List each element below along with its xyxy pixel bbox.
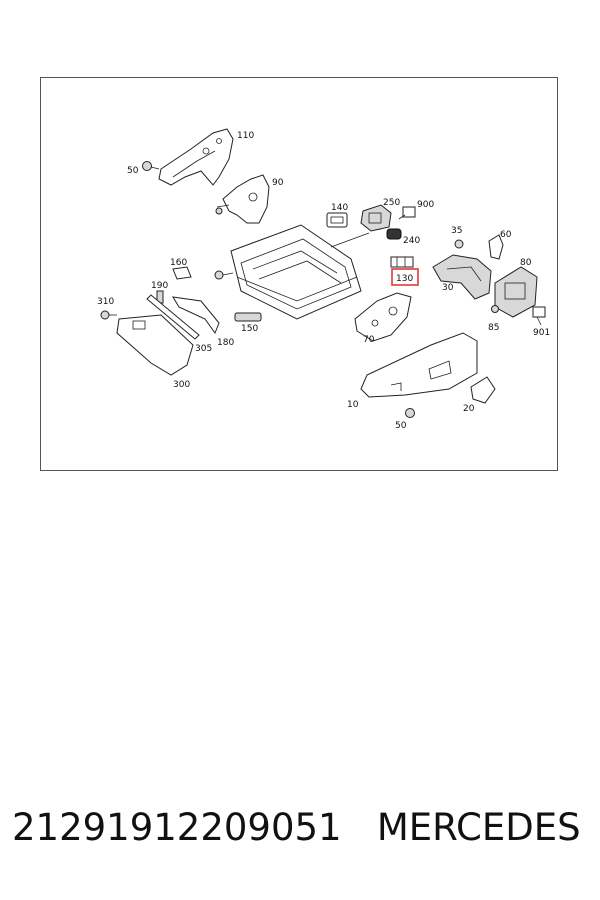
part-10-drawing: [360, 332, 478, 398]
cable-line: [330, 232, 370, 248]
label-160: 160: [170, 258, 187, 268]
label-90: 90: [272, 178, 284, 188]
label-85: 85: [488, 323, 499, 333]
brand-name: MERCEDES: [376, 806, 581, 849]
part-30-drawing: [432, 254, 492, 300]
label-150: 150: [241, 324, 258, 334]
label-30: 30: [442, 283, 454, 293]
label-70: 70: [363, 335, 375, 345]
label-80: 80: [520, 258, 532, 268]
label-140: 140: [331, 203, 348, 213]
part-90-drawing: [215, 174, 270, 224]
part-130-drawing: [390, 256, 414, 268]
part-20-drawing: [470, 376, 496, 404]
part-number: 2129191220905: [12, 806, 319, 849]
label-60: 60: [500, 230, 512, 240]
label-190: 190: [151, 281, 168, 291]
label-110: 110: [237, 131, 254, 141]
part-310-screw-drawing: [100, 310, 117, 320]
label-10: 10: [347, 400, 359, 410]
label-240: 240: [403, 236, 420, 246]
label-305: 305: [195, 344, 212, 354]
part-180-drawing: [172, 296, 220, 335]
exploded-parts-diagram: 110 50 90 140 250 900 240 35 60 160 80 1…: [97, 128, 550, 431]
part-250-drawing: [360, 204, 392, 232]
part-70-drawing: [354, 292, 412, 342]
label-20: 20: [463, 404, 475, 414]
part-300-drawing: [116, 314, 194, 376]
part-number-suffix: 1: [318, 806, 342, 849]
part-35-screw-drawing: [454, 239, 464, 249]
part-80-drawing: [494, 266, 538, 318]
label-300: 300: [173, 380, 190, 390]
part-50-screw-drawing: [142, 161, 160, 171]
parts-diagram-frame: 110 50 90 140 250 900 240 35 60 160 80 1…: [40, 77, 558, 471]
label-900: 900: [417, 200, 434, 210]
part-50-bottom-screw-drawing: [405, 408, 415, 418]
part-160-drawing: [172, 266, 192, 280]
part-901-drawing: [532, 306, 546, 326]
label-35: 35: [451, 226, 462, 236]
part-number-footer: 21291912209051 MERCEDES: [12, 806, 592, 866]
label-180: 180: [217, 338, 234, 348]
label-250: 250: [383, 198, 400, 208]
highlight-box-130: [391, 268, 419, 286]
part-110-drawing: [158, 128, 234, 186]
label-50-bottom: 50: [395, 421, 407, 431]
label-50: 50: [127, 166, 139, 176]
label-310: 310: [97, 297, 114, 307]
part-140-drawing: [326, 212, 348, 228]
label-901: 901: [533, 328, 550, 338]
part-305-drawing: [146, 294, 200, 340]
part-85-screw-drawing: [491, 305, 499, 313]
label-130: 130: [396, 274, 413, 284]
part-60-drawing: [488, 234, 504, 260]
seat-frame-drawing: [214, 224, 362, 320]
part-900-drawing: [398, 206, 416, 220]
part-150-drawing: [234, 312, 262, 322]
part-240-drawing: [386, 228, 402, 240]
